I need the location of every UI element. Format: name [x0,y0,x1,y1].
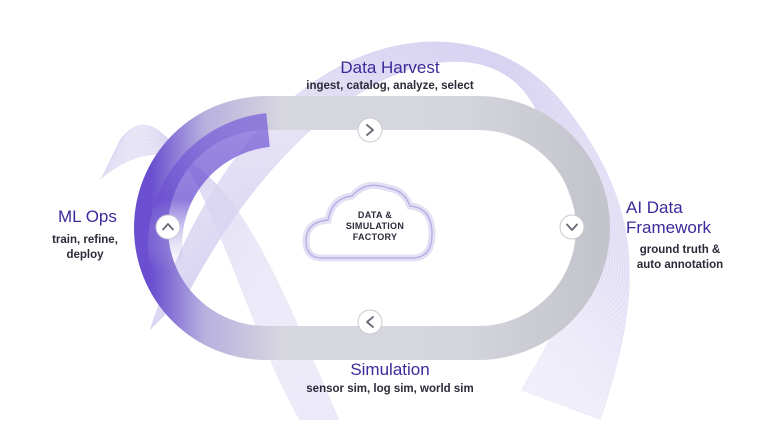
arrow-bottom[interactable] [357,309,383,335]
wave-line [114,132,311,421]
ml-ops-subtitle: train, refine, deploy [40,233,130,263]
simulation-subtitle: sensor sim, log sim, world sim [306,383,474,395]
wave-line [107,143,325,421]
wave-line [110,139,319,421]
arrow-top[interactable] [357,117,383,143]
wave-line [112,136,316,421]
chevron-right-icon [366,124,374,136]
wave-line [116,129,307,421]
wave-line [117,128,306,421]
wave-line [119,124,301,421]
wave-line [117,127,305,421]
ai-data-title-line: AI Data [626,198,683,217]
wave-line [111,137,317,421]
harvest-title: Data Harvest [340,58,440,77]
wave-line [111,138,318,421]
chevron-left-icon [366,316,374,328]
factory-label: DATA & SIMULATION FACTORY [330,210,420,243]
factory-label-line: FACTORY [352,232,398,242]
ai-data-title-line: Framework [626,218,712,237]
chevron-up-icon [162,223,174,231]
wave-line [115,131,309,421]
ai-data-title: AI Data Framework [626,198,766,238]
wave-line [109,140,321,421]
cloud-icon [302,181,436,262]
arrow-right[interactable] [559,214,585,240]
wave-line [116,130,308,421]
wave-line [108,142,323,421]
factory-label-line: DATA & [357,210,393,220]
wave-line [115,132,310,421]
ai-data-subtitle-line: ground truth & [639,244,721,256]
ml-ops-subtitle-line: deploy [66,249,104,261]
wave-line [108,142,324,421]
wave-line [118,127,304,421]
wave-line [114,133,312,421]
ai-data-subtitle-line: auto annotation [636,259,724,271]
wave-line [109,141,322,421]
wave-line [119,125,302,421]
wave-line [118,126,303,421]
wave-line [107,144,326,421]
ml-ops-subtitle-line: train, refine, [52,234,118,246]
wave-line [110,139,320,421]
wave-line [112,136,315,421]
ai-data-subtitle: ground truth & auto annotation [620,243,740,273]
arrow-left[interactable] [155,214,181,240]
simulation-title: Simulation [350,360,430,379]
harvest-subtitle: ingest, catalog, analyze, select [306,80,474,92]
wave-line [113,135,314,421]
ml-ops-title: ML Ops [58,207,117,226]
wave-line [113,134,313,421]
factory-label-line: SIMULATION [345,221,405,231]
chevron-down-icon [566,223,578,231]
